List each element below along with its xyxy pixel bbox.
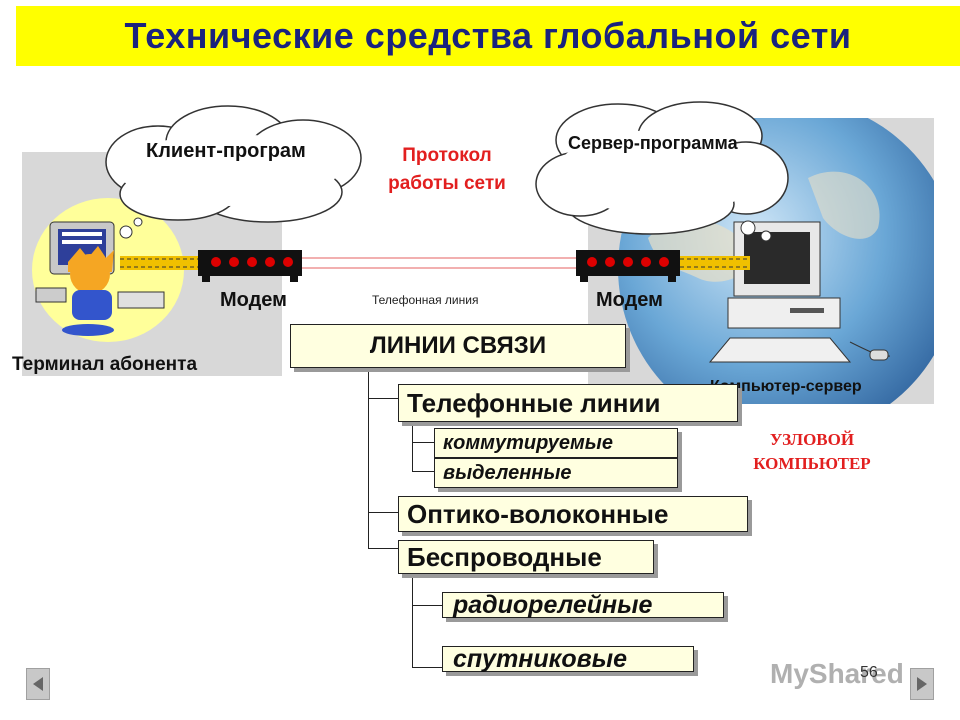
fiber-box: Оптико-волоконные [398,496,748,532]
phone-line-label: Телефонная линия [372,293,479,307]
protocol-line1: Протокол [402,145,492,166]
server-cloud-icon [535,101,789,235]
tree-branch-radio [412,605,442,606]
radio-relay-box: радиорелейные [442,591,724,619]
comm-lines-header: ЛИНИИ СВЯЗИ [290,324,626,368]
tree-phone-sub [412,418,435,472]
server-program-label: Сервер-программа [568,133,738,153]
switched-box: коммутируемые [434,428,678,458]
protocol-line2: работы сети [388,173,506,194]
tree-branch-phone [368,398,398,399]
tree-branch-dedicated [412,471,434,472]
server-label: Компьютер-сервер [710,378,862,395]
page-number: 56 [860,664,878,681]
modem-right-label: Модем [596,289,663,311]
cable-right [680,256,750,270]
tree-branch-fiber [368,512,398,513]
prev-arrow-icon [33,677,43,691]
next-arrow-icon [917,677,927,691]
node-computer-line2: КОМПЬЮТЕР [753,454,871,473]
node-computer-label: УЗЛОВОЙ КОМПЬЮТЕР [732,428,892,476]
phone-lines-box: Телефонные линии [398,384,738,422]
prev-button[interactable] [26,668,50,700]
page-title: Технические средства глобальной сети [124,15,852,56]
modem-right-icon [576,250,680,282]
node-computer-line1: УЗЛОВОЙ [769,430,855,449]
tree-branch-switched [412,442,434,443]
dedicated-box: выделенные [434,458,678,488]
modem-left-icon [198,250,302,282]
satellite-box: спутниковые [442,645,694,673]
cable-left [120,256,200,270]
next-button[interactable] [910,668,934,700]
watermark: MyShared [770,658,904,689]
terminal-label: Терминал абонента [12,354,198,375]
client-cloud-icon [105,105,362,223]
terminal-user-icon [32,198,184,342]
wireless-box: Беспроводные [398,540,654,574]
tree-wireless-sub [412,572,443,668]
protocol-label: Протокол работы сети [362,142,532,198]
tree-trunk [368,368,399,548]
modem-left-label: Модем [220,289,287,311]
network-connection [120,250,750,282]
title-bar: Технические средства глобальной сети [16,6,960,66]
tree-branch-wireless [368,548,398,549]
tree-branch-satellite [412,667,442,668]
client-program-label: Клиент-програм [146,140,306,162]
